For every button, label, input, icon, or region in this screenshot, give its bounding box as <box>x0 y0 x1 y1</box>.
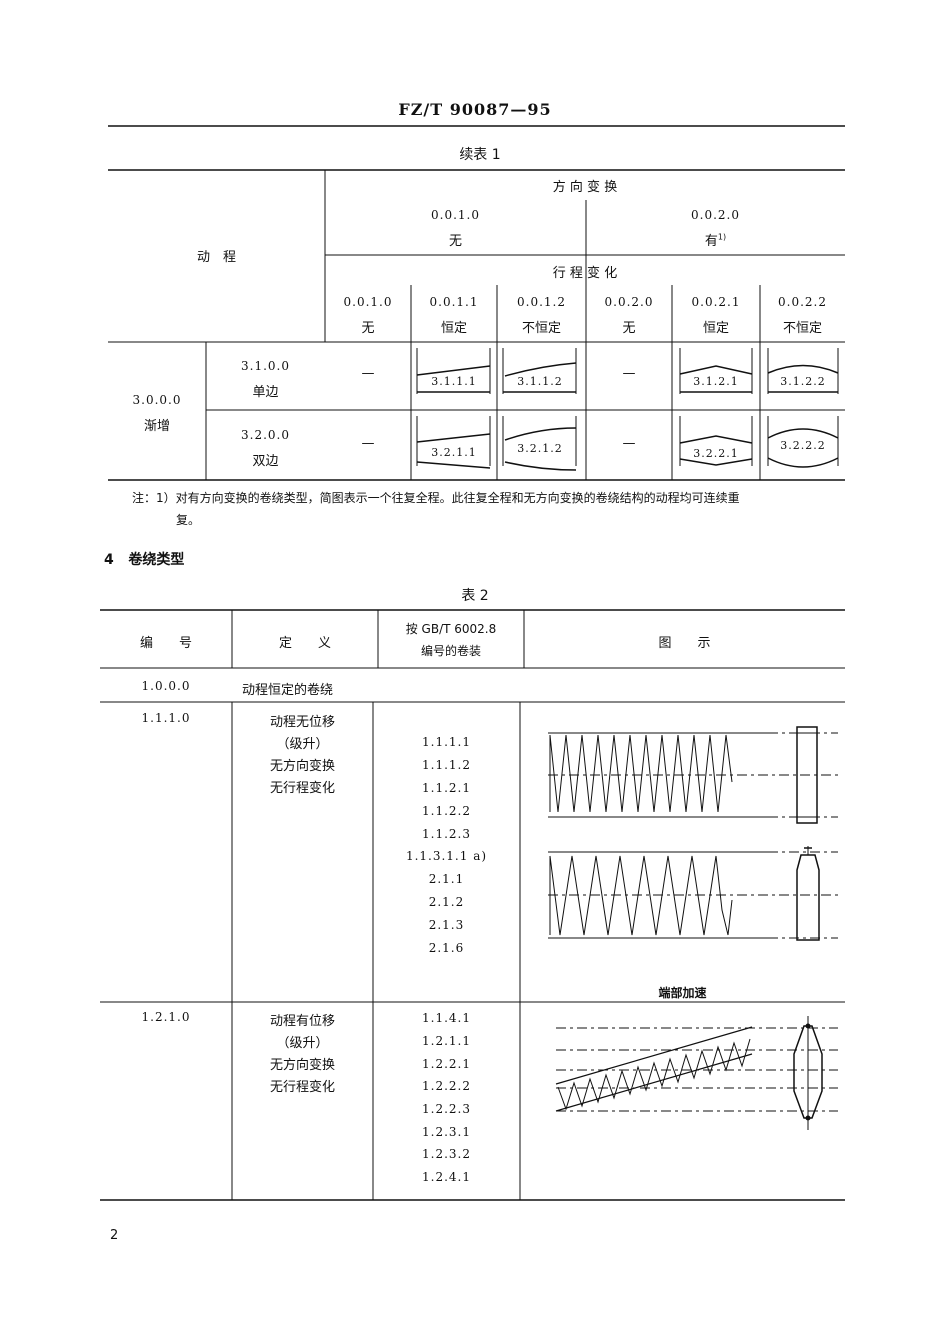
sub-label: 无 <box>361 321 375 336</box>
sketch-3-2-1-1 <box>416 416 491 469</box>
def-line: （级升） <box>276 1036 329 1051</box>
cell-code: 3.2.2.1 <box>693 447 739 460</box>
def-line: 无行程变化 <box>269 1080 335 1095</box>
col-header-ref-line2: 编号的卷装 <box>420 644 481 658</box>
page-number: 2 <box>110 1228 119 1243</box>
ref-code: 1.2.4.1 <box>422 1170 471 1184</box>
sketch-3-2-2-2 <box>767 416 839 468</box>
figure-end-acceleration <box>548 846 838 941</box>
ref-code: 1.1.2.3 <box>422 827 471 841</box>
sub-code: 0.0.2.0 <box>604 295 654 309</box>
sub-label: 恒定 <box>702 321 729 336</box>
sketch-3-2-2-1 <box>679 416 753 466</box>
standard-code: FZ/T 90087—95 <box>398 100 552 119</box>
row-label: 双边 <box>252 454 279 469</box>
ref-code: 1.2.1.1 <box>422 1034 471 1048</box>
sub-label: 不恒定 <box>521 321 561 336</box>
ref-code: 2.1.3 <box>428 918 465 932</box>
row-code: 1.1.1.0 <box>141 711 191 725</box>
row-code: 1.0.0.0 <box>141 679 191 693</box>
sketch-3-1-2-2 <box>767 348 839 394</box>
ref-code: 1.1.2.1 <box>422 781 471 795</box>
cell-code: 3.2.1.1 <box>431 446 477 459</box>
def-line: 无方向变换 <box>269 1058 335 1073</box>
ref-code: 2.1.6 <box>428 941 465 955</box>
ref-code: 1.2.2.3 <box>422 1102 471 1116</box>
figure-displaced-winding <box>555 1016 838 1130</box>
def-line: 无方向变换 <box>269 759 335 774</box>
table2-caption: 表 2 <box>461 588 489 604</box>
figure-straight-winding <box>548 726 838 824</box>
table1-caption: 续表 1 <box>459 147 501 163</box>
row-label: 单边 <box>252 385 279 400</box>
sketch-3-1-1-2 <box>502 348 577 394</box>
empty-dash: — <box>622 436 636 451</box>
dir-yes-footnote-ref: 1) <box>717 232 727 242</box>
sub-code: 0.0.1.1 <box>429 295 479 309</box>
ref-code: 2.1.2 <box>428 895 465 909</box>
direction-change-header: 方 向 变 换 <box>552 180 618 195</box>
group-code: 3.0.0.0 <box>132 393 182 407</box>
table1-note-line1: 注：1）对有方向变换的卷绕类型，简图表示一个往复全程。此往复全程和无方向变换的卷… <box>132 491 740 505</box>
ref-code: 1.1.1.2 <box>422 758 471 772</box>
dir-yes-code: 0.0.2.0 <box>691 208 740 222</box>
table1-row-header: 动 程 <box>196 250 236 265</box>
dir-none-label: 无 <box>448 234 462 249</box>
sub-label: 恒定 <box>440 321 467 336</box>
ref-code: 2.1.1 <box>428 872 465 886</box>
table1-grid <box>108 169 845 481</box>
sketch-3-1-1-1 <box>416 348 491 394</box>
def-line: 动程无位移 <box>269 715 335 730</box>
table1-note-line2: 复。 <box>176 513 201 527</box>
section-title: 卷绕类型 <box>128 552 185 568</box>
col-header-number: 编 号 <box>139 636 192 651</box>
col-header-figure: 图 示 <box>658 636 711 651</box>
def-line: 动程有位移 <box>269 1014 335 1029</box>
ref-code: 1.1.1.1 <box>422 735 471 749</box>
sub-code: 0.0.2.2 <box>778 295 827 309</box>
cell-code: 3.1.2.1 <box>693 375 739 388</box>
sub-code: 0.0.2.1 <box>691 295 741 309</box>
ref-code: 1.2.3.1 <box>422 1125 471 1139</box>
cell-code: 3.1.2.2 <box>780 375 826 388</box>
def-line: 无行程变化 <box>269 781 335 796</box>
ref-code: 1.1.4.1 <box>422 1011 471 1025</box>
sketch-3-1-2-1 <box>679 348 753 394</box>
section-number: 4 <box>104 552 114 568</box>
ref-code: 1.2.2.1 <box>422 1057 471 1071</box>
col-header-ref-line1: 按 GB/T 6002.8 <box>405 622 497 636</box>
table2-grid <box>100 609 845 1201</box>
ref-code: 1.1.2.2 <box>422 804 471 818</box>
row-code: 1.2.1.0 <box>141 1010 191 1024</box>
row-code: 3.1.0.0 <box>241 359 290 373</box>
cell-code: 3.2.1.2 <box>517 442 563 455</box>
cell-code: 3.1.1.2 <box>517 375 563 388</box>
empty-dash: — <box>361 366 375 381</box>
stroke-change-header: 行 程 变 化 <box>552 266 618 281</box>
sub-code: 0.0.1.0 <box>343 295 393 309</box>
col-header-definition: 定 义 <box>278 636 331 651</box>
def-line: （级升） <box>276 737 329 752</box>
ref-code: 1.2.2.2 <box>422 1079 471 1093</box>
cell-code: 3.2.2.2 <box>780 439 826 452</box>
sub-label: 无 <box>622 321 636 336</box>
row-definition: 动程恒定的卷绕 <box>242 683 334 698</box>
dir-none-code: 0.0.1.0 <box>431 208 480 222</box>
sub-label: 不恒定 <box>782 321 822 336</box>
section-heading: 4 卷绕类型 <box>104 549 184 569</box>
dir-yes-label: 有 <box>704 234 718 249</box>
dir-yes-cell: 有1) <box>586 230 845 249</box>
ref-code: 1.2.3.2 <box>422 1147 471 1161</box>
ref-code: 1.1.3.1.1 a) <box>405 849 488 863</box>
cell-code: 3.1.1.1 <box>431 375 477 388</box>
figure-caption: 端部加速 <box>658 986 707 1000</box>
empty-dash: — <box>361 436 375 451</box>
row-code: 3.2.0.0 <box>241 428 290 442</box>
group-label: 渐增 <box>143 419 170 434</box>
sketch-3-2-1-2 <box>502 416 577 471</box>
empty-dash: — <box>622 366 636 381</box>
sub-code: 0.0.1.2 <box>517 295 566 309</box>
